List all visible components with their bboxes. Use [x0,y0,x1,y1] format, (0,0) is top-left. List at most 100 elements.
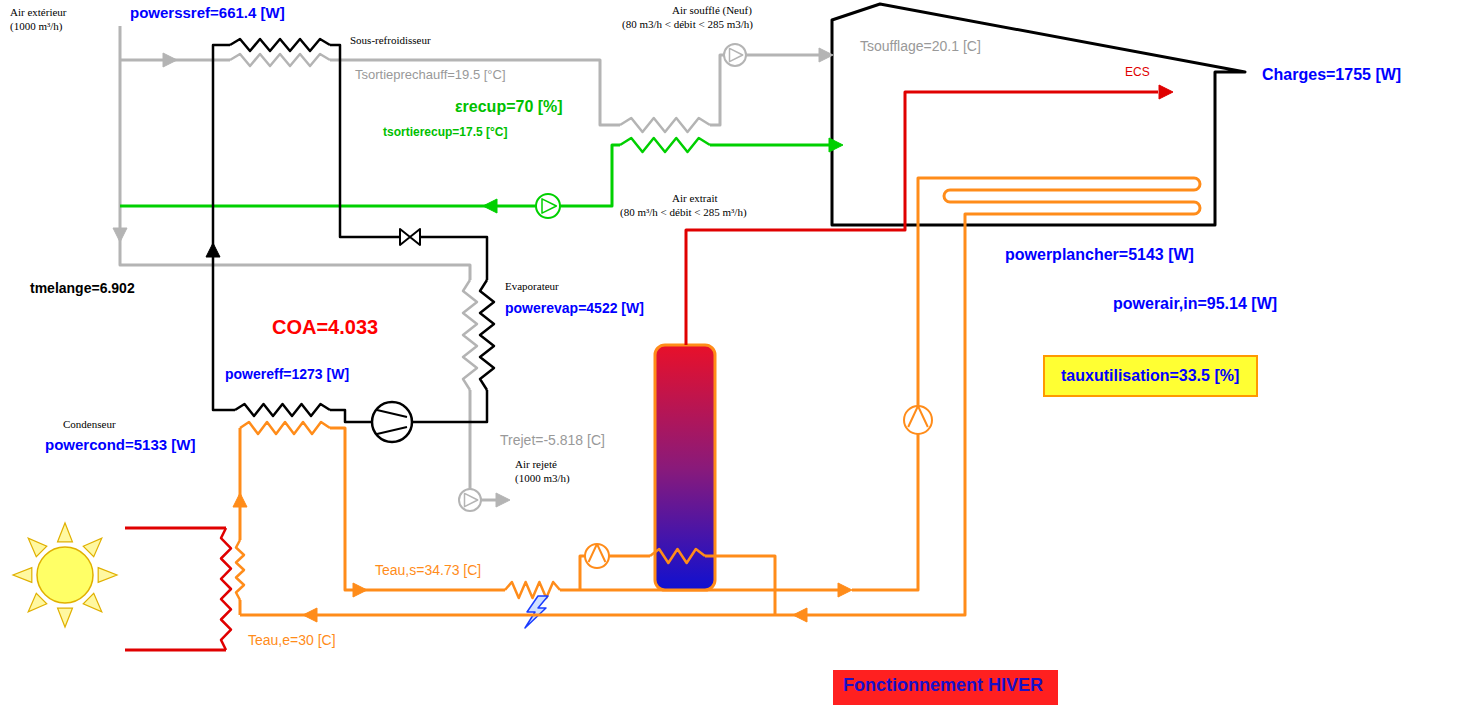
summary-box: tauxutilisation=33.5 [%] [1043,355,1258,397]
flow-arrow [483,199,497,213]
node-text: Fonctionnement HIVER [843,675,1043,696]
lightning-symbol [525,596,548,628]
solar-loop [125,649,226,652]
pump-symbol [585,544,609,568]
flow-label: Air rejeté [515,458,557,471]
subcooler-coil [230,39,330,51]
component-label: Evaporateur [505,280,559,293]
water-pipe [705,556,775,615]
tank-coil [650,549,705,563]
flow-arrow [233,493,247,507]
temperature-value: tsortierecup=17.5 [°C] [383,126,508,140]
temperature-value: Tsoufflage=20.1 [C] [860,38,981,54]
flow-arrow [303,608,317,622]
sun-ray [28,593,47,612]
refrigerant-line [420,237,487,280]
air-duct [330,60,620,125]
air-duct [120,26,470,280]
flow-arrow [793,608,807,622]
air-duct [469,390,472,489]
flow-label: Air extrait [672,192,718,205]
load-value: Charges=1755 [W] [1262,66,1401,84]
flow-label: (1000 m³/h) [10,20,63,33]
node-text: tauxutilisation=33.5 [%] [1061,367,1239,385]
flow-arrow [496,493,510,507]
condenser-coil [235,404,330,416]
subcooler-air-coil [230,54,330,66]
evaporator-air-coil [463,280,477,390]
flow-arrow [113,228,127,242]
sun-ray [58,523,73,542]
flow-arrow [353,583,367,597]
flow-arrow [1159,85,1173,99]
sun-ray [13,568,32,583]
flow-arrow [829,138,843,152]
exhaust-duct [560,145,620,206]
flow-label: (80 m³/h < débit < 285 m³/h) [620,206,747,219]
fan-symbol [536,194,560,218]
flow-arrow [838,583,852,597]
pump-mark [908,406,928,427]
flow-label: (80 m3/h < débit < 285 m3/h) [622,18,753,31]
air-duct [746,54,822,57]
efficiency-value: εrecup=70 [%] [455,98,563,116]
flow-label: Air soufflé (Neuf) [672,4,752,17]
water-pipe [239,428,242,540]
sun [37,547,93,603]
pump-symbol [904,406,932,434]
flow-label: Air extérieur [10,6,67,19]
fan-symbol [459,489,481,511]
storage-tank [655,345,715,590]
flow-label: (1000 m3/h) [515,472,570,485]
building-outline [832,4,1245,225]
pump-mark [589,544,606,562]
exhaust-duct [710,144,832,147]
air-duct [710,55,724,125]
mode-banner: Fonctionnement HIVER [833,670,1058,705]
power-value: powercond=5133 [W] [45,436,195,453]
fan-symbol [724,44,746,66]
temperature-value: Teau,s=34.73 [C] [375,562,481,578]
component-label: Condenseur [63,418,116,431]
exhaust-duct [120,205,536,208]
flow-arrow [819,48,833,62]
refrigerant-line [213,45,235,410]
compressor-mark [377,410,407,434]
flow-arrow [163,53,177,67]
component-label: Sous-refroidisseur [350,34,431,47]
solar-water-coil [236,540,244,600]
recuperator-exhaust-coil [620,138,710,152]
component-label: ECS [1125,66,1150,80]
fan-blade [730,48,743,61]
sun-ray [58,608,73,627]
recuperator-air-coil [620,118,710,132]
refrigerant-line [330,410,372,422]
power-value: powerair,in=95.14 [W] [1113,295,1277,313]
temperature-value: Teau,e=30 [C] [248,632,336,648]
electric-heater [505,582,560,598]
performance-value: COA=4.033 [272,316,378,339]
solar-loop [125,527,226,530]
power-value: powerevap=4522 [W] [505,300,644,316]
condenser-water-coil [240,422,330,434]
sun-ray [98,568,117,583]
temperature-value: Tsortieprechauff=19.5 [°C] [355,68,506,83]
temperature-value: Trejet=-5.818 [C] [500,432,605,448]
dhw-pipe [686,92,1158,345]
power-value: powereff=1273 [W] [225,366,349,382]
sun-ray [83,538,102,557]
power-value: powerssref=661.4 [W] [130,4,285,21]
sun-ray [28,538,47,557]
sun-ray [83,593,102,612]
fan-blade [542,199,556,213]
water-pipe [852,434,918,590]
water-pipe [239,600,242,615]
expansion-valve [400,229,420,245]
temperature-value: tmelange=6.902 [30,280,135,296]
evaporator-coil [480,280,494,390]
flow-arrow [206,243,220,257]
water-pipe [609,555,650,558]
fan-blade [465,493,478,506]
